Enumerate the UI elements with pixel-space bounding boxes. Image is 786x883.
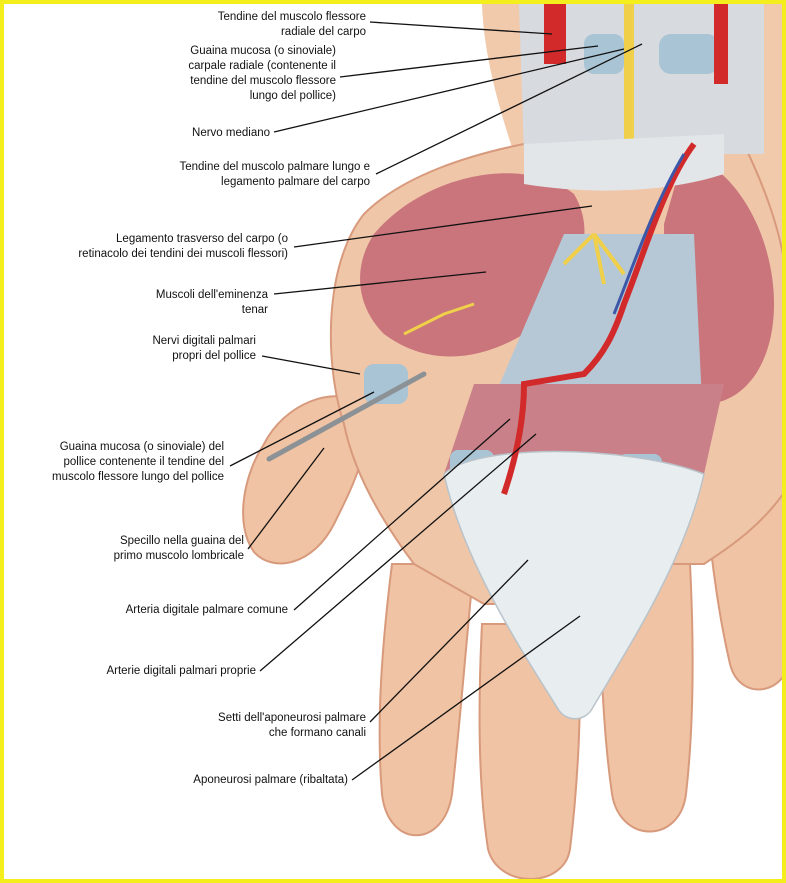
probe	[266, 371, 427, 462]
leader-line	[369, 559, 529, 723]
ulnar-artery-forearm	[714, 4, 728, 84]
thumb-digital-nerves	[403, 302, 475, 336]
label-tendine-palmare-lungo: Tendine del muscolo palmare lungo e lega…	[179, 161, 370, 188]
leader-line	[261, 355, 361, 375]
label-setti-aponeurosi: Setti dell'aponeurosi palmare che forman…	[218, 712, 366, 739]
label-tendine-flessore-radiale: Tendine del muscolo flessore radiale del…	[217, 11, 366, 38]
leader-lines	[229, 21, 643, 781]
label-guaina-carpale-radiale: Guaina mucosa (o sinoviale) carpale radi…	[188, 45, 336, 102]
leader-line	[369, 21, 553, 35]
leader-line	[351, 615, 581, 781]
hand-anatomy-illustration	[229, 4, 782, 879]
label-guaina-pollice: Guaina mucosa (o sinoviale) del pollice …	[52, 441, 224, 483]
leader-line	[273, 48, 625, 133]
ulnar-artery	[501, 142, 697, 495]
leader-line	[229, 391, 375, 467]
thenar-muscles	[360, 173, 585, 357]
label-aponeurosi-palmare: Aponeurosi palmare (ribaltata)	[193, 774, 348, 786]
leader-line	[259, 433, 537, 672]
ulnar-tendon-sheath	[659, 34, 719, 74]
median-nerve-branches	[562, 232, 626, 285]
palmar-aponeurosis	[443, 450, 705, 720]
label-arteria-digitale-comune: Arteria digitale palmare comune	[125, 604, 288, 616]
median-nerve-forearm	[624, 4, 634, 144]
leader-line	[375, 43, 643, 175]
leader-line	[339, 45, 599, 78]
label-legamento-trasverso: Legamento trasverso del carpo (o retinac…	[78, 233, 288, 260]
leader-line	[247, 447, 325, 550]
leader-line	[293, 205, 593, 248]
radial-flexor-tendon	[544, 4, 566, 64]
thumb-sheath	[364, 364, 408, 404]
label-arterie-digitali-proprie: Arterie digitali palmari proprie	[106, 665, 256, 677]
leader-line	[273, 271, 487, 295]
label-specillo-lombricale: Specillo nella guaina del primo muscolo …	[113, 535, 244, 562]
label-muscoli-eminenza-tenar: Muscoli dell'eminenza tenar	[155, 289, 268, 316]
label-nervo-mediano: Nervo mediano	[192, 127, 270, 139]
superficial-palmar-vein	[612, 153, 686, 315]
index-finger	[378, 563, 476, 837]
leader-line	[293, 418, 511, 611]
label-nervi-digitali-pollice: Nervi digitali palmari propri del pollic…	[152, 335, 256, 362]
thumb	[242, 395, 368, 565]
